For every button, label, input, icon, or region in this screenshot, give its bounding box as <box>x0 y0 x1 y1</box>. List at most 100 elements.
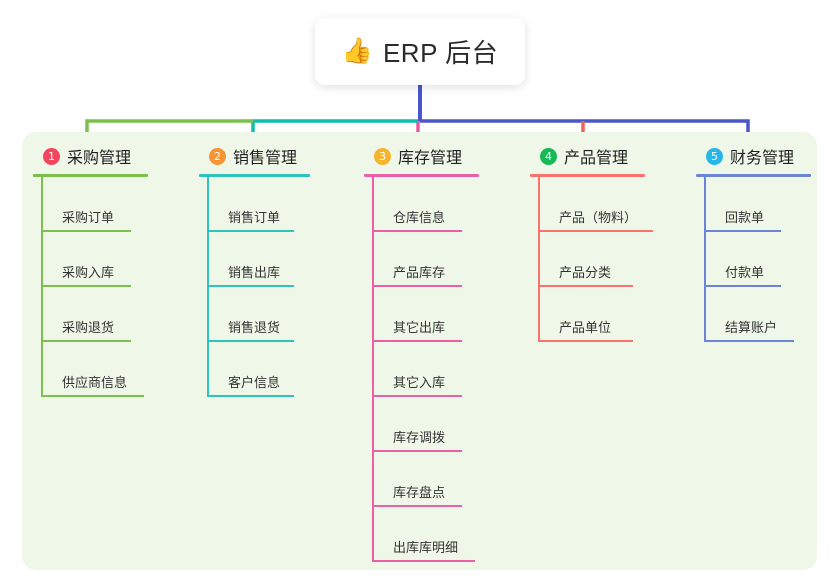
column-items: 仓库信息产品库存其它出库其它入库库存调拨库存盘点出库库明细 <box>364 177 479 562</box>
list-item-rule <box>41 340 131 342</box>
column-header-rule <box>364 174 479 177</box>
list-item-rule <box>372 230 462 232</box>
list-item[interactable]: 产品单位 <box>538 287 645 342</box>
list-item-rule <box>704 285 781 287</box>
list-item-label: 采购订单 <box>62 210 115 225</box>
list-item-label: 付款单 <box>725 265 765 280</box>
list-item-rule <box>207 395 294 397</box>
list-item-label: 其它入库 <box>393 375 446 390</box>
list-item-rule <box>207 285 294 287</box>
root-title: ERP 后台 <box>382 38 499 68</box>
list-item-rule <box>538 230 653 232</box>
column-title: 财务管理 <box>730 150 795 167</box>
column-badge: 3 <box>374 147 391 165</box>
list-item-label: 供应商信息 <box>62 375 128 390</box>
column-title: 产品管理 <box>564 150 629 167</box>
list-item-label: 客户信息 <box>228 375 281 390</box>
list-item[interactable]: 结算账户 <box>704 287 811 342</box>
list-item[interactable]: 销售出库 <box>207 232 310 287</box>
column-title: 销售管理 <box>233 150 298 167</box>
list-item[interactable]: 产品（物料） <box>538 177 653 232</box>
column-badge: 5 <box>706 147 723 165</box>
column-badge: 4 <box>540 147 557 165</box>
list-item[interactable]: 出库库明细 <box>372 507 479 562</box>
list-item-label: 结算账户 <box>725 320 778 335</box>
thumbs-up-icon: 👍 <box>341 37 373 65</box>
column-header[interactable]: 2 销售管理 <box>199 144 310 168</box>
list-item-label: 采购退货 <box>62 320 115 335</box>
column-header-rule <box>33 174 148 177</box>
list-item-label: 销售出库 <box>228 265 281 280</box>
column-header[interactable]: 5 财务管理 <box>696 144 811 168</box>
list-item[interactable]: 库存盘点 <box>372 452 479 507</box>
column-spine <box>207 177 209 397</box>
column-badge: 2 <box>209 147 226 165</box>
list-item[interactable]: 采购入库 <box>41 232 148 287</box>
list-item[interactable]: 采购订单 <box>41 177 148 232</box>
column-spine <box>538 177 540 342</box>
column-spine <box>41 177 43 397</box>
column-header-rule <box>530 174 645 177</box>
diagram-panel <box>22 132 817 570</box>
column-spine <box>372 177 374 562</box>
list-item-rule <box>41 230 131 232</box>
column-3: 3 库存管理仓库信息产品库存其它出库其它入库库存调拨库存盘点出库库明细 <box>364 144 479 562</box>
column-title: 采购管理 <box>67 150 132 167</box>
list-item-rule <box>207 340 294 342</box>
list-item[interactable]: 销售退货 <box>207 287 310 342</box>
list-item[interactable]: 付款单 <box>704 232 811 287</box>
list-item[interactable]: 供应商信息 <box>41 342 148 397</box>
list-item-rule <box>41 285 131 287</box>
list-item-rule <box>704 340 794 342</box>
list-item-label: 销售退货 <box>228 320 281 335</box>
list-item-label: 产品库存 <box>393 265 446 280</box>
column-items: 回款单付款单结算账户 <box>696 177 811 342</box>
list-item-label: 产品（物料） <box>559 210 638 225</box>
list-item[interactable]: 其它入库 <box>372 342 479 397</box>
list-item-rule <box>207 230 294 232</box>
column-badge: 1 <box>43 147 60 165</box>
list-item-label: 其它出库 <box>393 320 446 335</box>
column-1: 1 采购管理采购订单采购入库采购退货供应商信息 <box>33 144 148 397</box>
list-item-rule <box>372 505 462 507</box>
list-item-rule <box>41 395 144 397</box>
list-item[interactable]: 产品库存 <box>372 232 479 287</box>
list-item[interactable]: 回款单 <box>704 177 811 232</box>
list-item-label: 回款单 <box>725 210 765 225</box>
list-item-label: 出库库明细 <box>393 540 459 555</box>
list-item-label: 采购入库 <box>62 265 115 280</box>
column-title: 库存管理 <box>398 150 463 167</box>
list-item-rule <box>372 285 462 287</box>
list-item-rule <box>372 450 462 452</box>
column-items: 采购订单采购入库采购退货供应商信息 <box>33 177 148 397</box>
column-header-rule <box>199 174 310 177</box>
list-item[interactable]: 其它出库 <box>372 287 479 342</box>
column-5: 5 财务管理回款单付款单结算账户 <box>696 144 811 342</box>
list-item-rule <box>538 285 633 287</box>
list-item-label: 销售订单 <box>228 210 281 225</box>
column-2: 2 销售管理销售订单销售出库销售退货客户信息 <box>199 144 310 397</box>
column-header[interactable]: 4 产品管理 <box>530 144 645 168</box>
list-item-label: 产品单位 <box>559 320 612 335</box>
column-items: 销售订单销售出库销售退货客户信息 <box>199 177 310 397</box>
column-4: 4 产品管理产品（物料） 产品分类产品单位 <box>530 144 653 342</box>
root-node[interactable]: 👍 ERP 后台 <box>315 18 525 85</box>
list-item-rule <box>704 230 781 232</box>
column-header-rule <box>696 174 811 177</box>
list-item[interactable]: 仓库信息 <box>372 177 479 232</box>
column-header[interactable]: 1 采购管理 <box>33 144 148 168</box>
list-item-label: 库存调拨 <box>393 430 446 445</box>
list-item-label: 库存盘点 <box>393 485 446 500</box>
list-item-label: 产品分类 <box>559 265 612 280</box>
list-item[interactable]: 采购退货 <box>41 287 148 342</box>
list-item[interactable]: 客户信息 <box>207 342 310 397</box>
list-item-rule <box>372 395 462 397</box>
column-header[interactable]: 3 库存管理 <box>364 144 479 168</box>
list-item-rule <box>538 340 633 342</box>
column-spine <box>704 177 706 342</box>
list-item[interactable]: 产品分类 <box>538 232 645 287</box>
list-item-label: 仓库信息 <box>393 210 446 225</box>
list-item[interactable]: 销售订单 <box>207 177 310 232</box>
list-item[interactable]: 库存调拨 <box>372 397 479 452</box>
list-item-rule <box>372 340 462 342</box>
